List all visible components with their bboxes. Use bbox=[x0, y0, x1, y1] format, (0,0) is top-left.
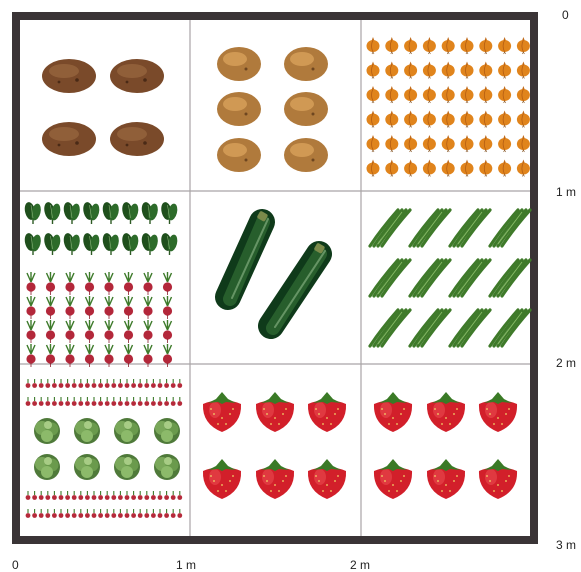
lettuce-icon bbox=[154, 418, 180, 444]
x-axis-label-2m: 2 m bbox=[350, 558, 370, 572]
x-axis-label-0: 0 bbox=[12, 558, 19, 572]
potato-icon bbox=[42, 59, 96, 93]
lettuce-icon bbox=[34, 454, 60, 480]
lettuce-icon bbox=[74, 454, 100, 480]
lettuce-icon bbox=[74, 418, 100, 444]
y-axis-label-1m: 1 m bbox=[556, 185, 576, 199]
potato-icon bbox=[217, 138, 261, 172]
lettuce-icon bbox=[114, 418, 140, 444]
potato-icon bbox=[217, 47, 261, 81]
potato-icon bbox=[284, 47, 328, 81]
lettuce-icon bbox=[154, 454, 180, 480]
potato-icon bbox=[284, 92, 328, 126]
lettuce-icon bbox=[34, 418, 60, 444]
lettuce-icon bbox=[114, 454, 140, 480]
potato-icon bbox=[110, 59, 164, 93]
potato-icon bbox=[217, 92, 261, 126]
potato-icon bbox=[110, 122, 164, 156]
potato-icon bbox=[42, 122, 96, 156]
y-axis-label-2m: 2 m bbox=[556, 356, 576, 370]
x-axis-label-1m: 1 m bbox=[176, 558, 196, 572]
y-axis-label-3m: 3 m bbox=[556, 538, 576, 552]
y-axis-label-0: 0 bbox=[562, 8, 569, 22]
potato-icon bbox=[284, 138, 328, 172]
